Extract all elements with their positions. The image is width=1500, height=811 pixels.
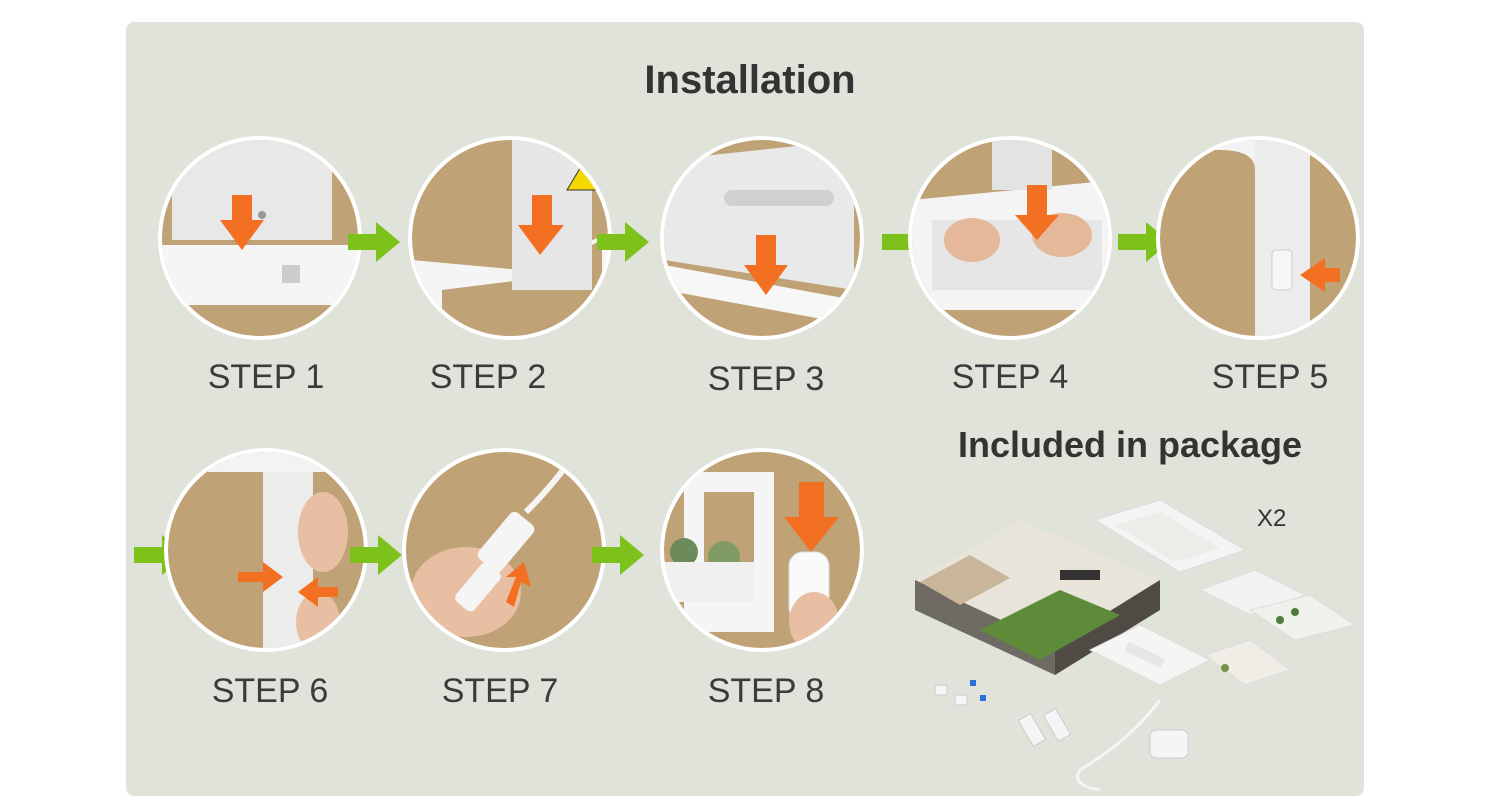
step-3-image xyxy=(660,136,864,340)
step-6-image xyxy=(164,448,368,652)
green-arrow-icon xyxy=(348,222,400,262)
step-8-image xyxy=(660,448,864,652)
step-4-image xyxy=(908,136,1112,340)
step-2-label: STEP 2 xyxy=(429,358,547,396)
step-7-image xyxy=(402,448,606,652)
page-title: Installation xyxy=(644,58,856,102)
step-4-label: STEP 4 xyxy=(951,358,1069,396)
step-7-label: STEP 7 xyxy=(441,672,559,710)
green-arrow-icon xyxy=(350,535,402,575)
step-3-label: STEP 3 xyxy=(707,360,825,398)
quantity-note: X2 xyxy=(1257,505,1287,532)
step-8-label: STEP 8 xyxy=(707,672,825,710)
step-1-label: STEP 1 xyxy=(207,358,325,396)
step-6-label: STEP 6 xyxy=(211,672,329,710)
package-contents-image xyxy=(915,500,1357,792)
green-arrow-icon xyxy=(592,535,644,575)
step-5-image xyxy=(1156,136,1360,340)
package-title: Included in package xyxy=(957,424,1303,465)
green-arrow-icon xyxy=(597,222,649,262)
step-2-image xyxy=(408,136,612,340)
step-1-image xyxy=(158,136,362,340)
step-5-label: STEP 5 xyxy=(1211,358,1329,396)
